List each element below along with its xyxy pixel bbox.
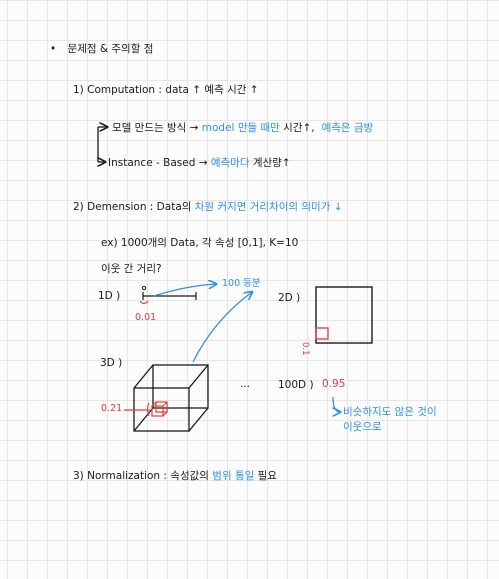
section-title: • 문제점 & 주의할 점: [50, 42, 153, 56]
note-line-2: 이웃으로: [343, 421, 382, 433]
arrow-3d-to-1d: [192, 292, 252, 363]
label-1d: 1D ): [98, 290, 121, 302]
ellipsis: ...: [240, 378, 251, 390]
value-100d: 0.95: [322, 378, 346, 390]
model-only-text: model 만들 때만: [201, 122, 280, 134]
label-2d: 2D ): [278, 292, 301, 304]
cube-3d: [124, 364, 209, 432]
range-unify-text: 범위 통일: [212, 470, 255, 482]
value-1d: 0.01: [135, 312, 157, 323]
item-computation: 1) Computation : data ↑ 예측 시간 ↑: [73, 84, 259, 96]
example-line: ex) 1000개의 Data, 각 속성 [0,1], K=10: [101, 237, 299, 249]
title-text: 문제점 & 주의할 점: [67, 43, 154, 55]
arrow-100d-note: [333, 396, 340, 412]
per-prediction-text: 예측마다: [210, 157, 250, 169]
dimension-note: 차원 커지면 거리차이의 의미가 ↓: [194, 201, 343, 213]
line-1d: [139, 285, 197, 305]
label-3d: 3D ): [100, 357, 123, 369]
bullet: •: [50, 43, 57, 55]
item-dimension: 2) Demension : Data의 차원 커지면 거리차이의 의미가 ↓: [73, 201, 343, 213]
branch-bracket: [98, 127, 107, 162]
value-3d: 0.21: [101, 403, 123, 414]
item-model-based: 모델 만드는 방식 → model 만들 때만 시간↑,예측은 금방: [112, 122, 374, 134]
arrow-100-division: [153, 284, 216, 297]
item-instance-based: Instance - Based → 예측마다 계산량↑: [108, 157, 291, 169]
label-100-divisions: 100 등분: [222, 278, 261, 289]
label-100d: 100D ): [278, 379, 314, 391]
example-question: 이웃 간 거리?: [101, 263, 162, 275]
item-normalization: 3) Normalization : 속성값의 범위 통일 필요: [73, 470, 277, 482]
square-2d: [315, 286, 373, 344]
note-line-1: 비슷하지도 않은 것이: [343, 406, 437, 418]
prediction-fast-text: 예측은 금방: [321, 122, 374, 134]
